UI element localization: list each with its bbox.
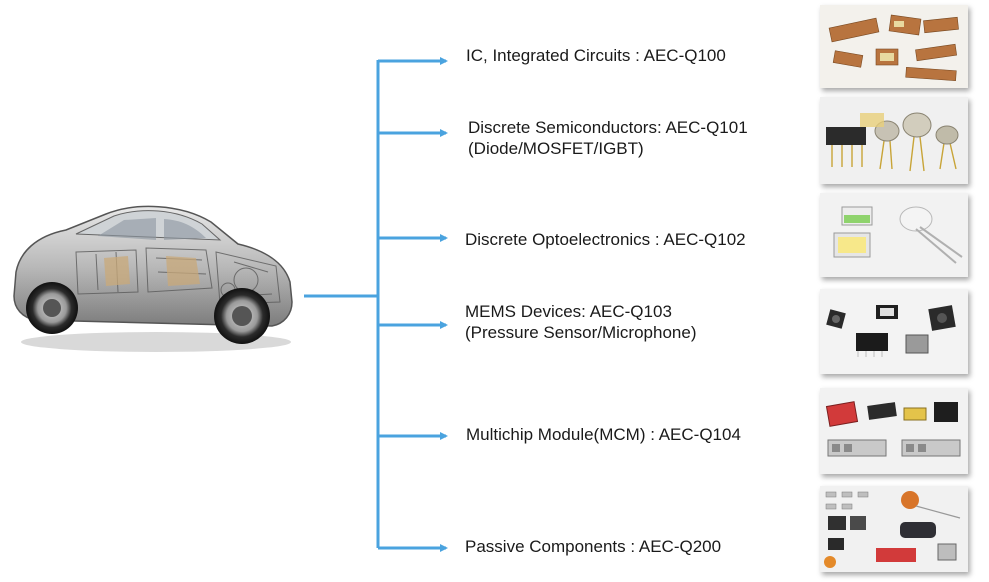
passive-components-icon <box>820 486 968 572</box>
label-line: Discrete Optoelectronics : AEC-Q102 <box>465 230 746 249</box>
discrete-semiconductors-icon <box>820 97 968 184</box>
label-ic-aec-q100: IC, Integrated Circuits : AEC-Q100 <box>466 45 726 66</box>
label-line: (Diode/MOSFET/IGBT) <box>468 139 644 158</box>
label-line: Multichip Module(MCM) : AEC-Q104 <box>466 425 741 444</box>
car-cutaway-icon <box>13 205 293 352</box>
label-optoelectronics-aec-q102: Discrete Optoelectronics : AEC-Q102 <box>465 229 746 250</box>
label-line: MEMS Devices: AEC-Q103 <box>465 302 672 321</box>
label-discrete-semiconductors-aec-q101: Discrete Semiconductors: AEC-Q101 (Diode… <box>468 117 748 159</box>
mems-sensor-icon <box>820 289 968 374</box>
label-mcm-aec-q104: Multichip Module(MCM) : AEC-Q104 <box>466 424 741 445</box>
label-line: Discrete Semiconductors: AEC-Q101 <box>468 118 748 137</box>
label-mems-aec-q103: MEMS Devices: AEC-Q103 (Pressure Sensor/… <box>465 301 696 343</box>
led-icon <box>820 193 968 277</box>
ic-chips-icon <box>820 5 968 88</box>
label-line: IC, Integrated Circuits : AEC-Q100 <box>466 46 726 65</box>
multichip-module-icon <box>820 388 968 474</box>
label-line: Passive Components : AEC-Q200 <box>465 537 722 556</box>
label-line: (Pressure Sensor/Microphone) <box>465 323 697 342</box>
label-passive-aec-q200: Passive Components : AEC-Q200 <box>465 536 721 557</box>
